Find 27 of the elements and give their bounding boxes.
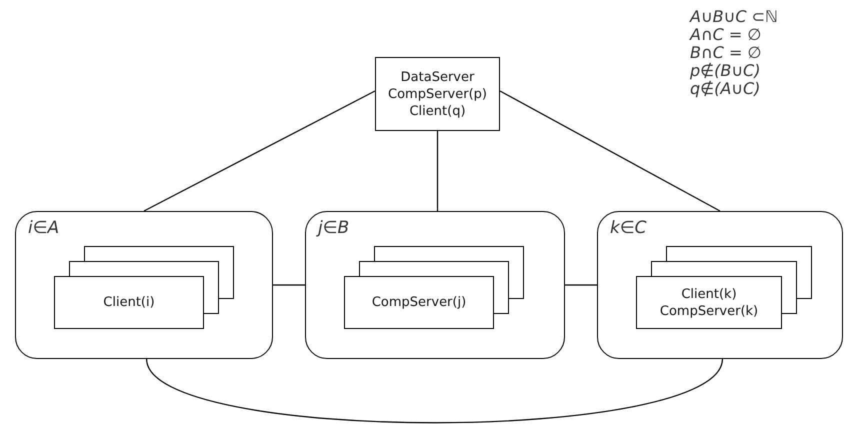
group-panel — [15, 211, 273, 359]
server-box — [375, 57, 500, 131]
group-label: k∈C — [610, 218, 647, 238]
connector-line — [144, 90, 376, 212]
group-label: j∈B — [318, 218, 350, 238]
group-label: i∈A — [28, 218, 60, 238]
box-text: CompServer(j) — [370, 294, 468, 311]
set-formula: B∩C = ∅ — [690, 44, 762, 62]
set-formula: A∩C = ∅ — [690, 26, 762, 44]
set-formula: A∪B∪C ⊂ℕ — [690, 8, 778, 26]
connector-line — [436, 131, 438, 211]
box-text: CompServer(k) — [658, 302, 760, 320]
connector-line — [273, 284, 305, 286]
card-stack — [344, 246, 524, 329]
group-panel — [305, 211, 565, 359]
card-stack — [54, 246, 234, 329]
box-text: Client(i) — [102, 294, 156, 311]
connector-line — [500, 90, 720, 212]
set-formula: q∉(A∪C) — [690, 80, 760, 98]
box-text: Client(q) — [408, 102, 467, 120]
set-formula: p∉(B∪C) — [690, 62, 760, 80]
connector-line — [565, 284, 597, 286]
group-panel — [597, 211, 843, 359]
box-text: CompServer(p) — [387, 86, 488, 102]
box-text: DataServer — [400, 68, 476, 86]
card-stack — [636, 246, 812, 329]
box-text: Client(k) — [680, 286, 738, 302]
